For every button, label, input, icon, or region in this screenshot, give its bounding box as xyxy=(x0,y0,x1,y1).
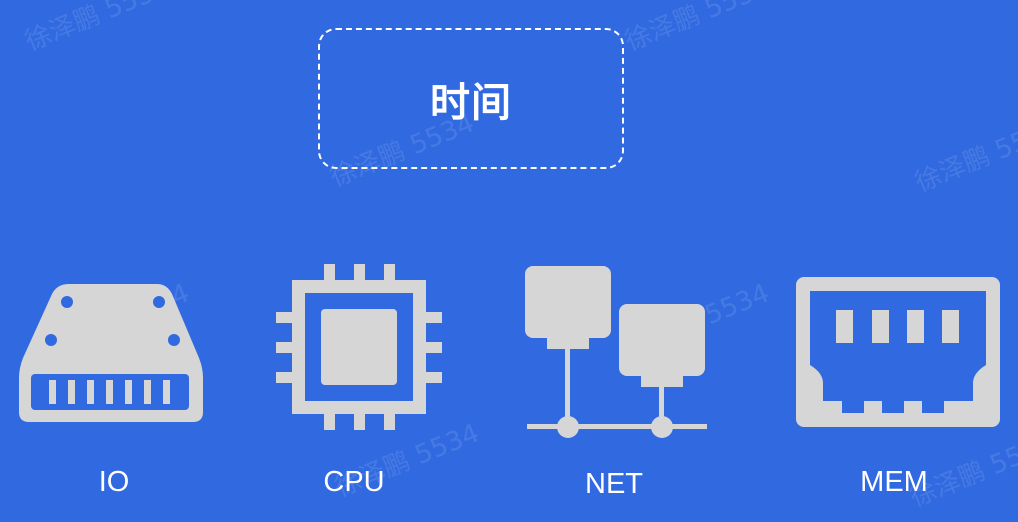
network-icon xyxy=(525,266,707,438)
time-label: 时间 xyxy=(430,79,512,126)
mem-label: MEM xyxy=(860,466,928,498)
time-box: 时间 xyxy=(318,28,624,169)
cpu-chip-icon xyxy=(276,264,442,430)
watermark: 徐泽鹏 5534 xyxy=(620,0,774,58)
cpu-label: CPU xyxy=(323,466,385,498)
hard-drive-icon xyxy=(19,284,203,422)
io-label: IO xyxy=(98,466,130,498)
watermark: 徐泽鹏 5534 xyxy=(20,0,174,58)
memory-module-icon xyxy=(796,277,1000,427)
net-label: NET xyxy=(585,468,643,500)
watermark: 徐泽鹏 5534 xyxy=(910,113,1018,199)
